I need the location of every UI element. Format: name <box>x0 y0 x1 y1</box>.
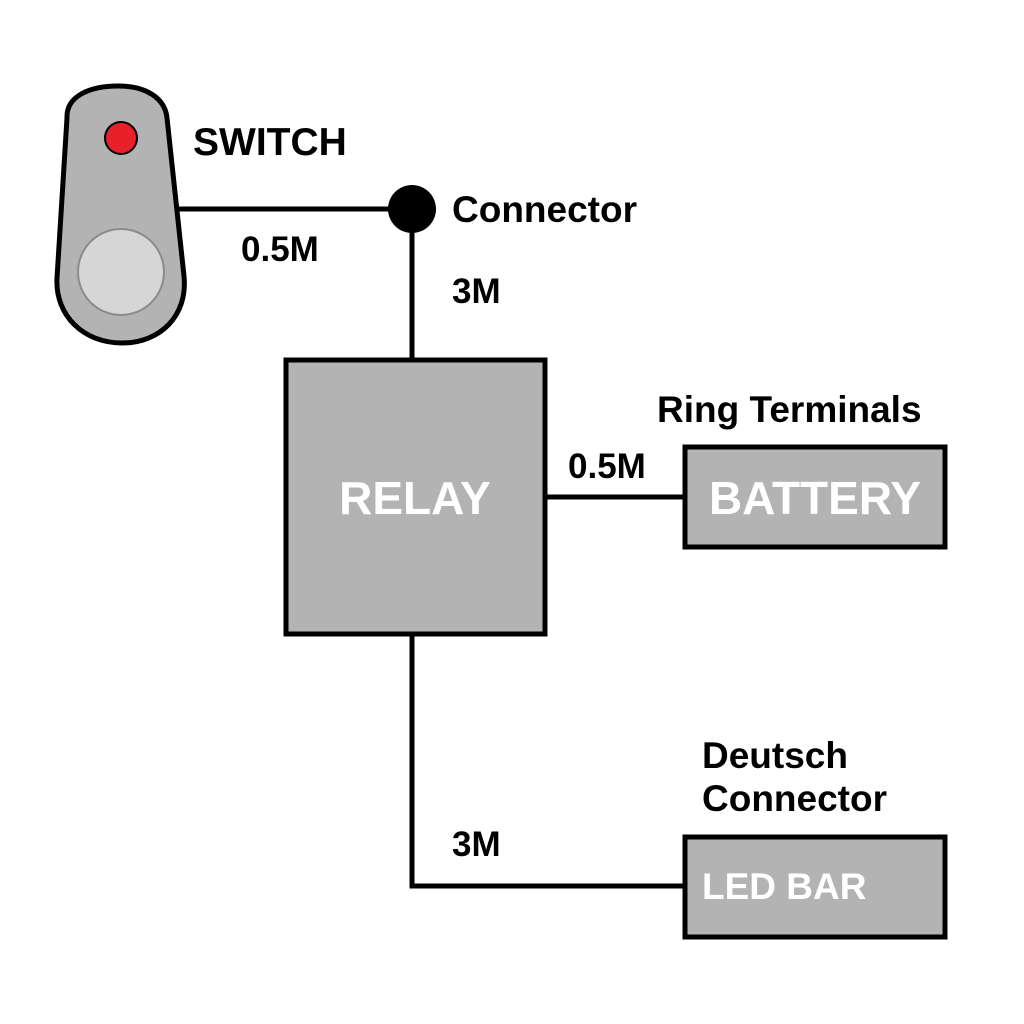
led-bar-label: LED BAR <box>702 866 866 907</box>
battery-box <box>682 444 948 550</box>
ring-terminals-label: Ring Terminals <box>657 389 922 430</box>
relay-label: RELAY <box>339 472 491 524</box>
wire-relay-to-led-bar <box>409 634 685 889</box>
deutsch-connector-label-line1: Deutsch <box>702 735 848 776</box>
switch-label: SWITCH <box>193 121 347 164</box>
wire-length-relay-battery: 0.5M <box>568 447 646 486</box>
switch[interactable] <box>54 83 187 346</box>
relay-box <box>283 357 548 637</box>
deutsch-connector-label-line2: Connector <box>702 778 887 819</box>
led-bar-box <box>682 834 948 940</box>
switch-button[interactable] <box>77 228 165 316</box>
switch-indicator-led <box>104 121 138 155</box>
wire-length-connector-relay: 3M <box>452 272 501 311</box>
wire-length-relay-led-bar: 3M <box>452 825 501 864</box>
connector-label: Connector <box>452 189 637 230</box>
battery-label: BATTERY <box>709 472 921 524</box>
junction-dot-icon <box>388 185 436 233</box>
wire-length-switch-connector: 0.5M <box>241 230 319 269</box>
wires <box>178 206 685 889</box>
